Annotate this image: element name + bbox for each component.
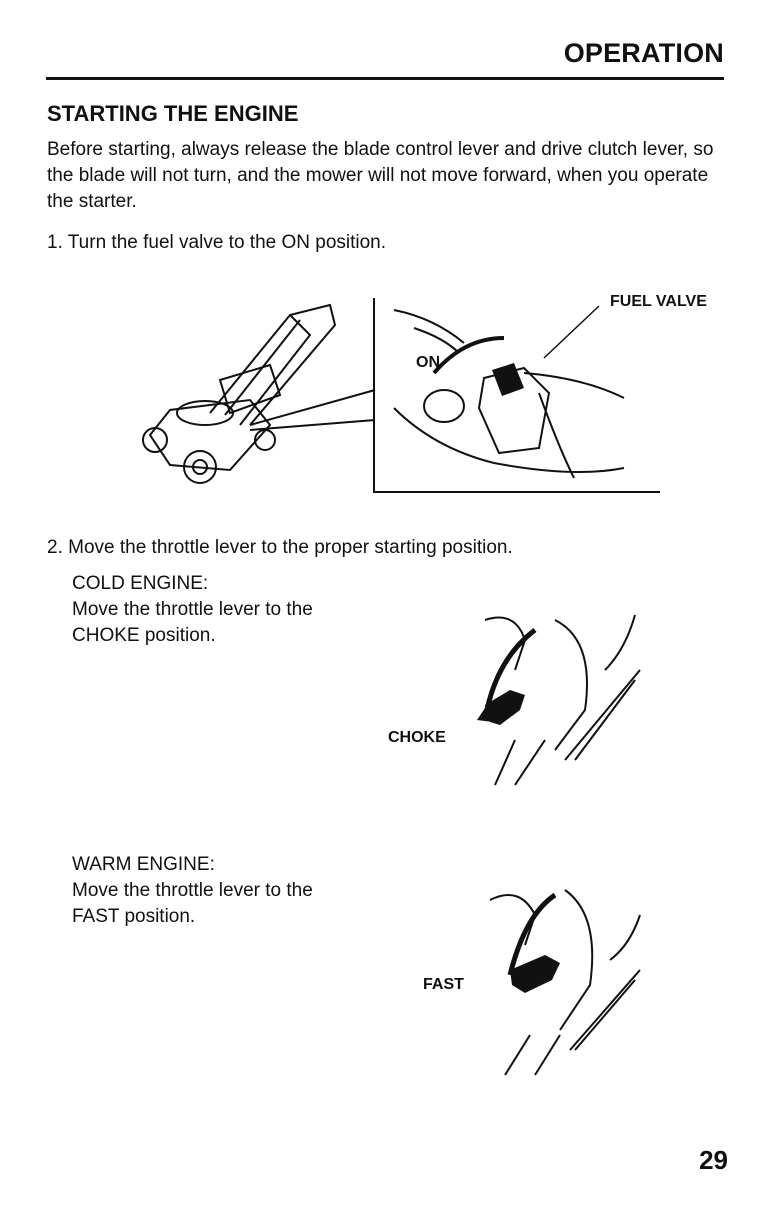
on-label: ON	[416, 354, 440, 371]
throttle-fast-illustration	[489, 889, 641, 1076]
cold-engine-text: COLD ENGINE: Move the throttle lever to …	[72, 571, 313, 649]
warm-engine-line2: FAST position.	[72, 906, 196, 927]
cold-engine-heading: COLD ENGINE:	[72, 573, 209, 594]
step-1: 1. Turn the fuel valve to the ON positio…	[47, 232, 387, 253]
intro-paragraph: Before starting, always release the blad…	[47, 139, 714, 212]
cold-engine-line1: Move the throttle lever to the	[72, 599, 313, 620]
warm-engine-text: WARM ENGINE: Move the throttle lever to …	[72, 852, 313, 930]
choke-label: CHOKE	[388, 729, 446, 746]
fuel-valve-detail	[373, 298, 660, 493]
fuel-valve-label: FUEL VALVE	[610, 293, 707, 310]
fast-label: FAST	[423, 976, 464, 993]
page-number: 29	[699, 1145, 728, 1175]
header-rule	[46, 77, 724, 80]
section-header: OPERATION	[563, 38, 724, 68]
step-2: 2. Move the throttle lever to the proper…	[47, 537, 513, 558]
section-title: STARTING THE ENGINE	[47, 101, 299, 126]
warm-engine-heading: WARM ENGINE:	[72, 854, 215, 875]
mower-illustration	[142, 303, 376, 484]
warm-engine-line1: Move the throttle lever to the	[72, 880, 313, 901]
cold-engine-line2: CHOKE position.	[72, 625, 216, 646]
throttle-choke-illustration	[477, 614, 641, 786]
